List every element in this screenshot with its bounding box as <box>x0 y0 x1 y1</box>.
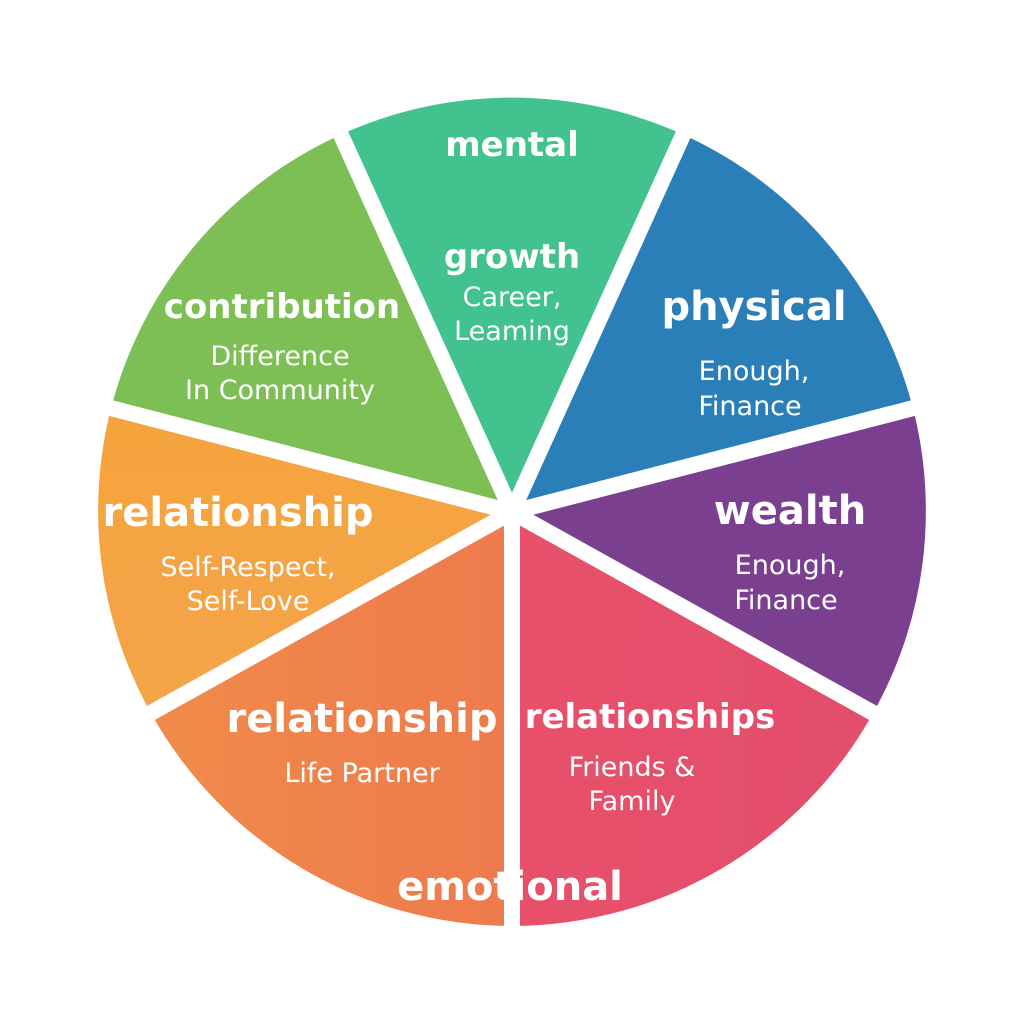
label-physical-sub-2: Finance <box>698 391 801 422</box>
label-relationship-life-partner: relationship <box>227 696 498 742</box>
label-relationships-sub-2: Family <box>589 786 676 817</box>
label-growth-sub-2: Leaming <box>454 316 570 347</box>
label-wealth-sub-1: Enough, <box>735 550 846 581</box>
label-relationship-self-sub-1: Self-Respect, <box>160 552 335 583</box>
label-wealth-sub-2: Finance <box>734 585 837 616</box>
segment-contribution <box>111 134 512 512</box>
segment-growth <box>341 97 683 513</box>
label-emotional: emotional <box>397 864 623 910</box>
label-relationship-life-partner-sub: Life Partner <box>284 758 440 789</box>
label-contribution-sub-1: Difference <box>210 341 349 372</box>
segment-physical <box>512 134 913 512</box>
label-contribution-sub-2: In Community <box>185 375 375 406</box>
divider <box>509 397 928 520</box>
segment-relationships-friends-family <box>512 512 874 926</box>
label-relationship-self-sub-2: Self-Love <box>187 586 310 617</box>
label-relationship-self: relationship <box>103 490 374 536</box>
divider <box>136 505 516 726</box>
divider <box>96 397 515 520</box>
label-relationships: relationships <box>525 697 776 737</box>
label-growth: growth <box>444 237 580 277</box>
segment-relationship-life-partner <box>150 512 512 926</box>
label-relationships-sub-1: Friends & <box>569 752 696 783</box>
divider <box>504 120 696 516</box>
divider <box>328 120 520 516</box>
segment-relationship-self <box>98 408 512 714</box>
segment-wealth <box>512 408 926 714</box>
segment-dividers <box>96 120 928 940</box>
label-physical-sub-1: Enough, <box>699 356 810 387</box>
label-wealth: wealth <box>714 488 866 534</box>
divider <box>508 505 888 726</box>
label-physical: physical <box>661 284 846 330</box>
label-contribution: contribution <box>164 287 400 327</box>
label-mental: mental <box>445 125 579 165</box>
label-growth-sub-1: Career, <box>463 282 562 313</box>
